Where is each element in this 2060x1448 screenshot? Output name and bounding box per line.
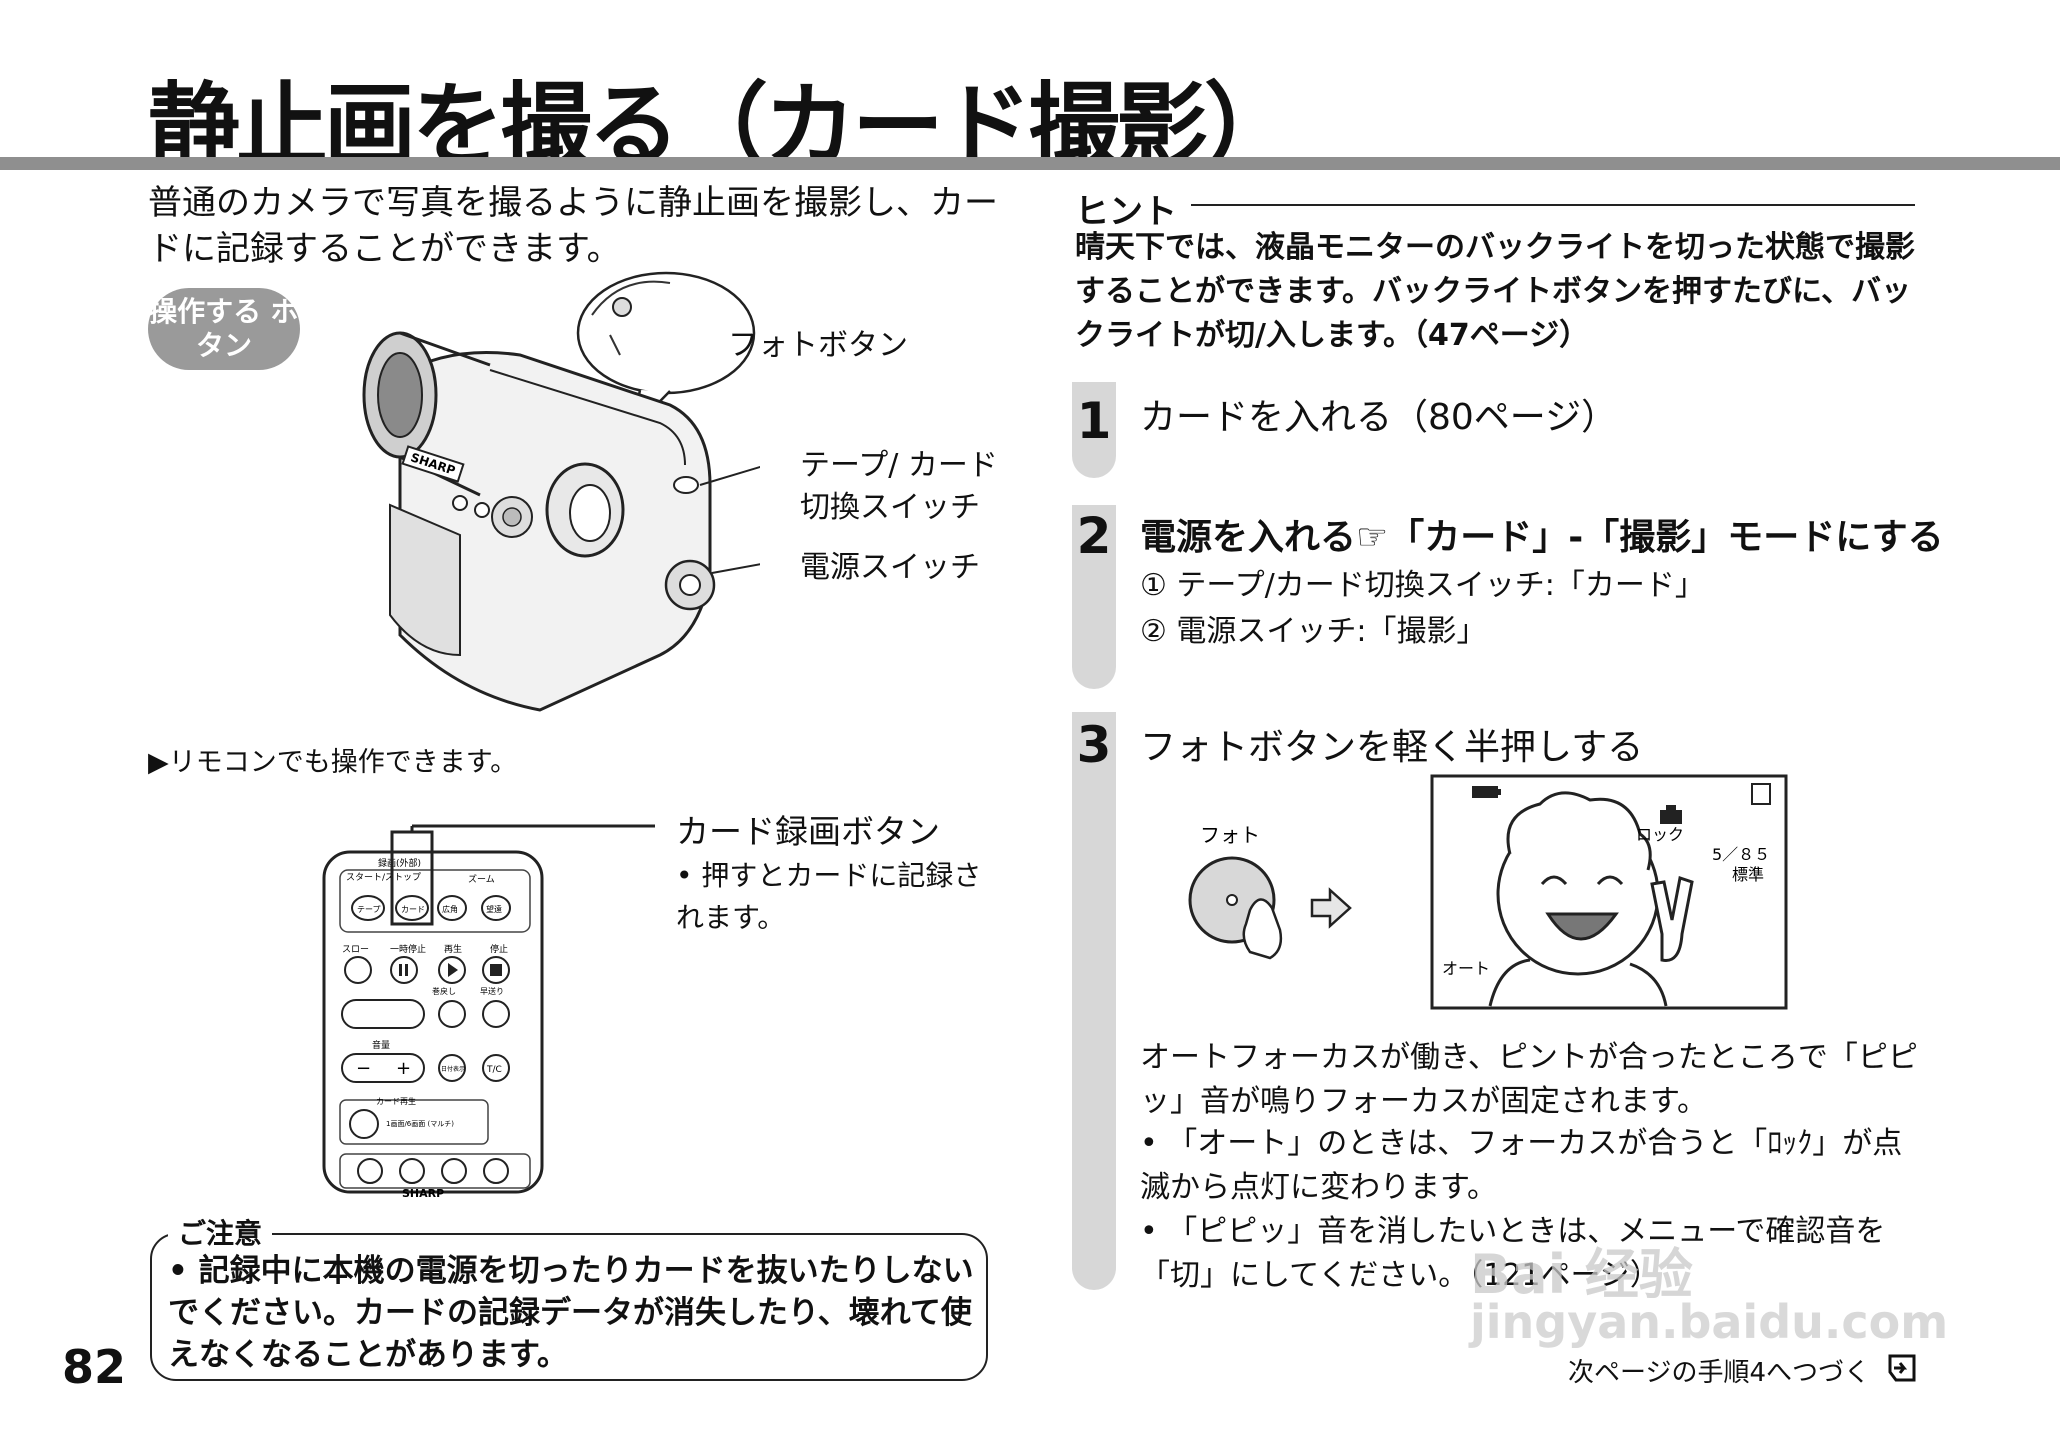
watermark-url: jingyan.baidu.com xyxy=(1470,1295,1949,1349)
photo-button-press-illustration: フォト xyxy=(1188,823,1352,960)
remote-date: 日付表示 xyxy=(441,1065,465,1073)
photo-button-label: フォトボタン xyxy=(728,328,908,363)
remote-tc: T/C xyxy=(486,1065,502,1075)
step-2-title: 電源を入れる☞「カード」-「撮影」モードにする xyxy=(1140,517,1944,558)
remote-tele: 望遠 xyxy=(486,904,502,914)
remote-card-play: カード再生 xyxy=(376,1096,416,1106)
remote-slow: スロー xyxy=(342,945,369,955)
bullet-auto: • 「オート」のときは、フォーカスが合うと「ﾛｯｸ」が点滅から点灯に変わります。 xyxy=(1140,1126,1903,1205)
hint-rule xyxy=(1075,204,1915,206)
step-3-bar xyxy=(1072,712,1116,1290)
lcd-screen-illustration: ロック 5／８５ 標準 オート xyxy=(1430,774,1788,1010)
step-3-number: 3 xyxy=(1076,716,1112,774)
tape-card-switch-label-2: 切換スイッチ xyxy=(800,490,980,525)
intro-text: 普通のカメラで写真を撮るように静止画を撮影し、カードに記録することができます。 xyxy=(148,183,998,269)
remote-volume: 音量 xyxy=(372,1039,390,1051)
step-2-bar xyxy=(1072,505,1116,689)
step-1-number: 1 xyxy=(1076,392,1112,450)
caution-title: ご注意 xyxy=(168,1212,273,1252)
caution-box xyxy=(150,1233,988,1381)
title-rule xyxy=(0,157,2060,170)
remote-start-stop: スタート/ストップ xyxy=(346,872,421,883)
lock-label: ロック xyxy=(1636,825,1684,844)
power-switch-label: 電源スイッチ xyxy=(800,550,980,585)
remote-control-illustration: 録画(外部) スタート/ストップ ズーム テープ カード 広角 望遠 スロー 一… xyxy=(322,824,655,1200)
hint-text: 晴天下では、液晶モニターのバックライトを切った状態で撮影することができます。バッ… xyxy=(1075,230,1915,353)
photo-label: フォト xyxy=(1200,823,1260,847)
remote-wide: 広角 xyxy=(442,904,458,914)
step-1-bar xyxy=(1072,382,1116,478)
camera-illustration: SHARP xyxy=(362,271,760,712)
shot-count: 5／８５ xyxy=(1712,845,1770,864)
remote-brand: SHARP xyxy=(402,1187,444,1200)
remote-ffwd: 早送り xyxy=(480,986,504,996)
step-2-sub-2: ② 電源スイッチ:「撮影」 xyxy=(1140,614,1487,649)
remote-multi: 1画面/6画面 (マルチ) xyxy=(386,1120,454,1128)
remote-rec-label: 録画(外部) xyxy=(378,857,421,869)
watermark-logo: Bai 经验 xyxy=(1470,1243,1693,1306)
svg-text:+: + xyxy=(396,1058,411,1079)
next-page-note: 次ページの手順4へつづく xyxy=(1568,1358,1871,1388)
svg-text:−: − xyxy=(356,1058,371,1079)
tape-card-switch-label: テープ/ カード xyxy=(800,448,998,483)
auto-mode-label: オート xyxy=(1442,959,1490,978)
remote-tape: テープ xyxy=(357,905,381,914)
step-2-sub-1: ① テープ/カード切換スイッチ:「カード」 xyxy=(1140,568,1705,603)
caution-text: • 記録中に本機の電源を切ったりカードを抜いたりしないでください。カードの記録デ… xyxy=(168,1253,974,1373)
remote-rewind: 巻戻し xyxy=(432,986,456,996)
card-record-button-label: カード録画ボタン xyxy=(676,812,940,851)
page-number: 82 xyxy=(62,1340,127,1394)
remote-pause: 一時停止 xyxy=(390,943,426,955)
hint-title: ヒント xyxy=(1075,184,1191,233)
remote-card-rec-button xyxy=(395,895,429,921)
card-record-bullet: • 押すとカードに記録されます。 xyxy=(676,859,982,934)
quality-label: 標準 xyxy=(1732,865,1764,884)
remote-card: カード xyxy=(401,905,425,914)
step-3-title: フォトボタンを軽く半押しする xyxy=(1140,727,1644,768)
remote-zoom: ズーム xyxy=(468,873,495,885)
autofocus-text: オートフォーカスが働き、ピントが合ったところで「ピピッ」音が鳴りフォーカスが固定… xyxy=(1140,1040,1918,1119)
bullet-beep: • 「ピピッ」音を消したいときは、メニューで確認音を「切」にしてください。（12… xyxy=(1140,1214,1886,1293)
remote-stop: 停止 xyxy=(490,943,508,955)
step-2-number: 2 xyxy=(1076,507,1112,565)
continue-arrow-icon xyxy=(1888,1354,1916,1382)
remocon-note: ▶リモコンでも操作できます。 xyxy=(148,747,518,778)
remote-play: 再生 xyxy=(444,943,462,955)
operation-button-badge: 操作する ボタン xyxy=(148,288,300,370)
step-1-title: カードを入れる（80ページ） xyxy=(1140,397,1618,438)
